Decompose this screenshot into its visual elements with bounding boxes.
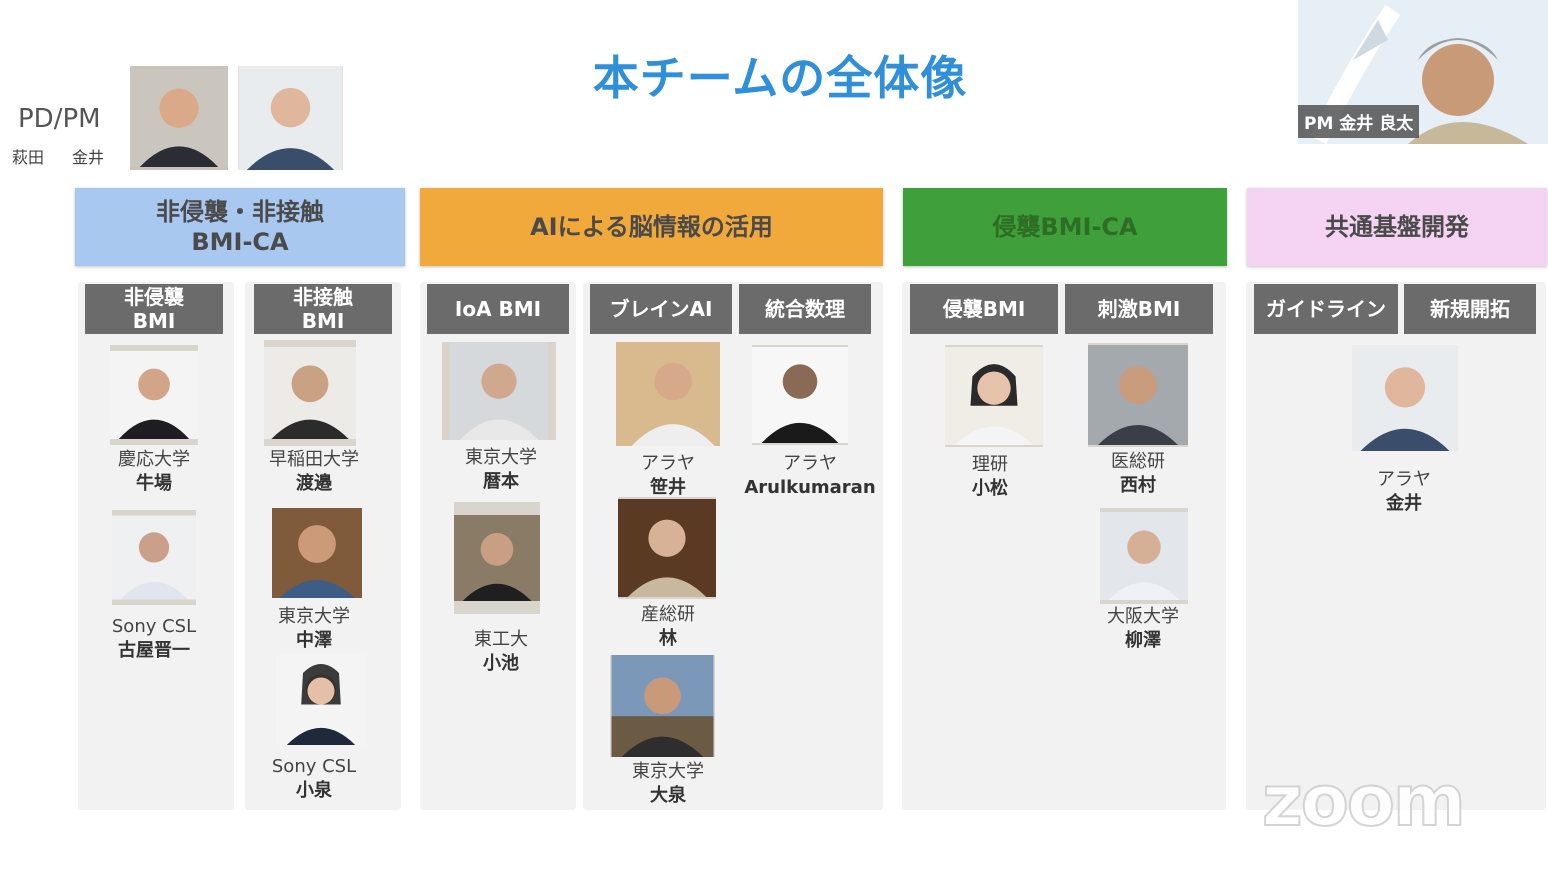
speaker-name-label: PM 金井 良太 [1298, 105, 1420, 138]
person-araya2: アラヤ Arulkumaran [740, 452, 880, 500]
person-aist1: 産総研 林 [598, 603, 738, 651]
person-araya1-name: 笹井 [650, 477, 686, 498]
person-titech-name: 小池 [483, 653, 519, 674]
category-invasive: 侵襲BMI-CA [903, 188, 1227, 266]
person-aist1-org: 産総研 [641, 604, 695, 625]
person-photo-ims [1088, 343, 1188, 447]
zoom-watermark: zoom [1261, 759, 1467, 843]
person-photo-araya2 [752, 345, 848, 445]
person-photo-riken [945, 345, 1043, 447]
person-aist1-name: 林 [659, 628, 677, 649]
person-photo-keio [110, 345, 198, 445]
sub-noncontact-line2: BMI [301, 309, 345, 333]
person-titech-org: 東工大 [474, 629, 528, 650]
sub-ioa: IoA BMI [427, 284, 569, 334]
sub-noninvasive-line1: 非侵襲 [124, 285, 184, 309]
person-riken-org: 理研 [972, 454, 1008, 475]
category-ai: AIによる脳情報の活用 [420, 188, 883, 266]
person-todai3: 東京大学 大泉 [598, 760, 738, 808]
person-araya1: アラヤ 笹井 [598, 452, 738, 500]
pm-photo [238, 66, 343, 170]
person-todai2: 東京大学 暦本 [431, 446, 571, 494]
person-photo-waseda [264, 340, 356, 446]
person-todai1-name: 中澤 [296, 630, 332, 651]
sub-guideline: ガイドライン [1254, 284, 1398, 334]
person-waseda-org: 早稲田大学 [269, 449, 359, 470]
sub-stim: 刺激BMI [1065, 284, 1213, 334]
sub-noninvasive-line2: BMI [132, 309, 176, 333]
person-sony1-name: 古屋晋一 [118, 640, 190, 661]
sub-noncontact-line1: 非接触 [293, 285, 353, 309]
sub-invasive: 侵襲BMI [910, 284, 1058, 334]
slide-title: 本チームの全体像 [592, 51, 968, 105]
person-photo-aist1 [618, 497, 716, 599]
person-photo-todai3 [610, 655, 715, 757]
pdpm-names: 萩田 金井 [12, 144, 132, 168]
person-photo-titech [454, 502, 540, 614]
person-todai3-org: 東京大学 [632, 761, 704, 782]
person-osaka-org: 大阪大学 [1107, 606, 1179, 627]
person-riken-name: 小松 [972, 478, 1008, 499]
person-araya1-org: アラヤ [641, 453, 695, 474]
person-ims-name: 西村 [1120, 475, 1156, 496]
person-araya2-name: Arulkumaran [744, 477, 876, 498]
speaker-video[interactable]: PM 金井 良太 [1298, 0, 1548, 144]
pdpm-label: PD/PM [18, 104, 101, 134]
person-photo-todai2 [442, 342, 556, 440]
pd-photo [130, 66, 228, 170]
person-photo-osaka [1100, 508, 1188, 604]
person-waseda-name: 渡邉 [296, 473, 332, 494]
person-todai2-org: 東京大学 [465, 447, 537, 468]
category-noninvasive: 非侵襲・非接触 BMI-CA [75, 188, 405, 266]
person-araya3-name: 金井 [1386, 493, 1422, 514]
person-ims-org: 医総研 [1111, 451, 1165, 472]
sub-math: 統合数理 [739, 284, 871, 334]
person-osaka: 大阪大学 柳澤 [1073, 605, 1213, 653]
pd-name: 萩田 [12, 148, 45, 167]
person-sony1: Sony CSL 古屋晋一 [84, 615, 224, 663]
person-photo-araya3 [1352, 345, 1458, 451]
person-sony2: Sony CSL 小泉 [244, 755, 384, 803]
person-sony2-org: Sony CSL [271, 756, 357, 777]
person-todai1-org: 東京大学 [278, 606, 350, 627]
person-sony1-org: Sony CSL [111, 616, 197, 637]
category-noninvasive-line2: BMI-CA [191, 228, 289, 256]
person-todai2-name: 暦本 [483, 471, 519, 492]
person-osaka-name: 柳澤 [1125, 630, 1161, 651]
pm-name: 金井 [72, 148, 105, 167]
person-araya3-org: アラヤ [1377, 469, 1431, 490]
person-photo-todai1 [272, 508, 362, 598]
person-todai1: 東京大学 中澤 [244, 605, 384, 653]
person-todai3-name: 大泉 [650, 785, 686, 806]
person-keio: 慶応大学 牛場 [84, 448, 224, 496]
person-titech: 東工大 小池 [431, 628, 571, 676]
category-noninvasive-line1: 非侵襲・非接触 [156, 198, 324, 226]
person-keio-org: 慶応大学 [118, 449, 190, 470]
person-sony2-name: 小泉 [296, 780, 332, 801]
person-keio-name: 牛場 [136, 473, 172, 494]
sub-new: 新規開拓 [1404, 284, 1536, 334]
speaker-video-feed [1298, 0, 1548, 144]
person-riken: 理研 小松 [920, 453, 1060, 501]
person-photo-sony1 [112, 510, 196, 605]
sub-brain-ai: ブレインAI [590, 284, 732, 334]
person-araya3: アラヤ 金井 [1334, 468, 1474, 516]
person-ims: 医総研 西村 [1068, 450, 1208, 498]
person-photo-sony2 [276, 655, 366, 745]
sub-noninvasive: 非侵襲 BMI [85, 284, 223, 334]
person-araya2-org: アラヤ [783, 453, 837, 474]
person-waseda: 早稲田大学 渡邉 [244, 448, 384, 496]
person-photo-araya1 [616, 342, 720, 446]
category-common: 共通基盤開発 [1247, 188, 1547, 266]
sub-noncontact: 非接触 BMI [254, 284, 392, 334]
